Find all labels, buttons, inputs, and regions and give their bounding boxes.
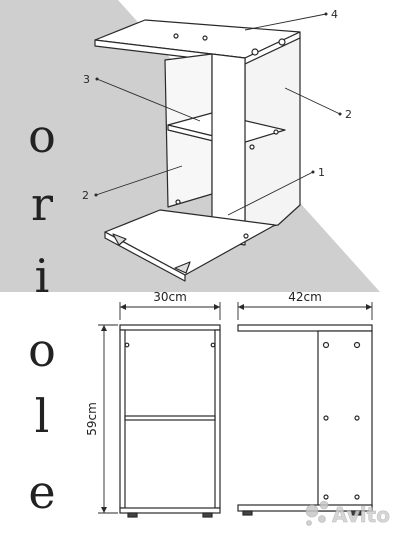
screw-2 bbox=[278, 38, 286, 46]
side-back bbox=[317, 330, 373, 512]
callout-labels: 4 2 3 1 2 bbox=[82, 8, 352, 202]
screw-1 bbox=[251, 48, 259, 56]
side-view bbox=[237, 324, 373, 516]
callout-lines bbox=[95, 13, 341, 216]
front-foot-left bbox=[127, 512, 138, 518]
avito-logo-icon bbox=[305, 500, 329, 526]
brand-letter-6: e bbox=[28, 465, 55, 519]
front-panel bbox=[211, 53, 246, 246]
front-shelf bbox=[124, 415, 216, 421]
side-foot-right bbox=[351, 510, 362, 516]
callout-4: 4 bbox=[331, 8, 338, 21]
callout-2-left: 2 bbox=[82, 189, 89, 202]
front-left-side bbox=[119, 329, 126, 509]
base-panel-edge bbox=[104, 231, 186, 282]
side-dimensions bbox=[237, 302, 373, 320]
avito-watermark-text: Avito bbox=[332, 503, 390, 527]
depth-label: 42cm bbox=[288, 290, 322, 304]
front-dimensions bbox=[98, 302, 221, 514]
side-top bbox=[237, 324, 373, 332]
base-corner-left bbox=[112, 233, 127, 246]
front-right-side bbox=[214, 329, 221, 509]
width-label: 30cm bbox=[153, 290, 187, 304]
front-top bbox=[119, 324, 221, 331]
brand-letter-2: r bbox=[31, 177, 53, 231]
brand-letter-3: i bbox=[35, 249, 50, 303]
front-base bbox=[119, 507, 221, 514]
callout-1: 1 bbox=[318, 166, 325, 179]
screw-6 bbox=[249, 144, 255, 150]
screw-4 bbox=[202, 35, 208, 41]
brand-letter-1: o bbox=[28, 109, 56, 163]
screw-3 bbox=[173, 33, 179, 39]
avito-watermark: Avito bbox=[305, 500, 390, 527]
brand-letter-4: o bbox=[28, 323, 56, 377]
front-foot-right bbox=[202, 512, 213, 518]
height-label: 59cm bbox=[85, 402, 99, 436]
callout-2-right: 2 bbox=[345, 108, 352, 121]
screw-5 bbox=[273, 129, 279, 135]
side-base bbox=[237, 504, 373, 512]
screw-7 bbox=[175, 199, 181, 205]
brand-letter-5: l bbox=[35, 389, 50, 443]
front-view bbox=[119, 324, 221, 518]
brand-letters: o r i o l e bbox=[28, 109, 56, 519]
base-corner-right bbox=[174, 261, 191, 274]
screw-8 bbox=[243, 233, 249, 239]
callout-3: 3 bbox=[83, 73, 90, 86]
isometric-table bbox=[94, 19, 301, 282]
side-foot-left bbox=[242, 510, 253, 516]
